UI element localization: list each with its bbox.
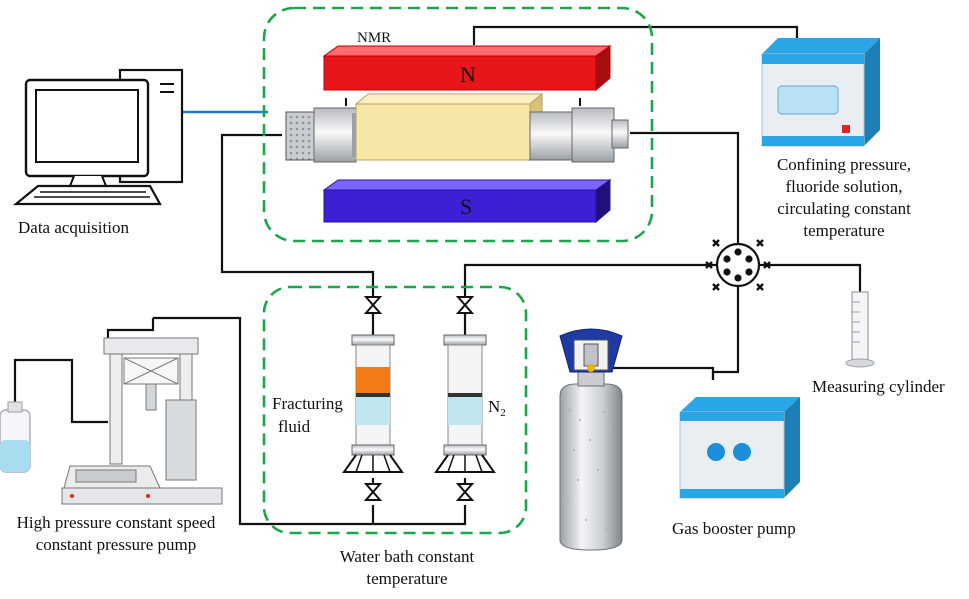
magnet-s-label: S — [460, 194, 472, 219]
core-holder — [285, 92, 629, 163]
n2-label: N2 — [488, 397, 506, 419]
water-bath-label-line1: Water bath constant — [340, 547, 475, 566]
pipe-booster-to-bottle — [605, 366, 715, 380]
measuring-cylinder-label: Measuring cylinder — [812, 377, 945, 396]
fracturing-fluid-vessel — [342, 290, 404, 501]
n2-label-base: N — [488, 397, 500, 416]
high-pressure-pump — [0, 337, 223, 505]
water-bath-label-line2: temperature — [366, 569, 447, 588]
magnet-n — [322, 45, 612, 92]
pipe-core-to-valve — [630, 131, 740, 245]
gas-booster-pump-label: Gas booster pump — [672, 519, 796, 538]
n2-vessel — [434, 290, 496, 501]
confining-pressure-controller — [761, 38, 880, 147]
pipe-pump-to-vessels — [153, 316, 467, 526]
pipe-valve-to-booster — [711, 285, 740, 380]
pipe-nmr-to-controller — [472, 25, 799, 45]
fracturing-label-line1: Fracturing — [272, 394, 343, 413]
water-bath-dashed-box — [262, 285, 528, 535]
measuring-cylinder-icon — [845, 291, 875, 368]
nmr-dashed-box — [262, 6, 654, 243]
magnet-s — [322, 179, 612, 224]
confining-label-line1: Confining pressure, — [777, 155, 911, 174]
hp-pump-label-line2: constant pressure pump — [36, 535, 197, 554]
gas-cylinder — [559, 328, 623, 551]
six-way-valve — [705, 239, 771, 291]
confining-label-line3: circulating constant — [777, 199, 911, 218]
pipe-reservoir — [13, 358, 108, 424]
fracturing-label-line2: fluid — [278, 417, 311, 436]
pipe-core-to-fracturing — [220, 133, 375, 295]
data-acquisition-label: Data acquisition — [18, 218, 129, 237]
confining-label-line4: temperature — [803, 221, 884, 240]
confining-label-line2: fluoride solution, — [785, 177, 902, 196]
gas-booster-pump — [679, 397, 800, 499]
pipe-valve-to-cylinder — [760, 263, 862, 292]
hp-pump-label-line1: High pressure constant speed — [17, 513, 216, 532]
nmr-label: NMR — [357, 30, 391, 46]
sample-core — [355, 103, 531, 161]
n2-label-sub: 2 — [500, 407, 506, 419]
computer-icon — [12, 68, 184, 206]
pipe-valve-to-n2 — [463, 263, 718, 295]
magnet-n-label: N — [460, 62, 476, 87]
